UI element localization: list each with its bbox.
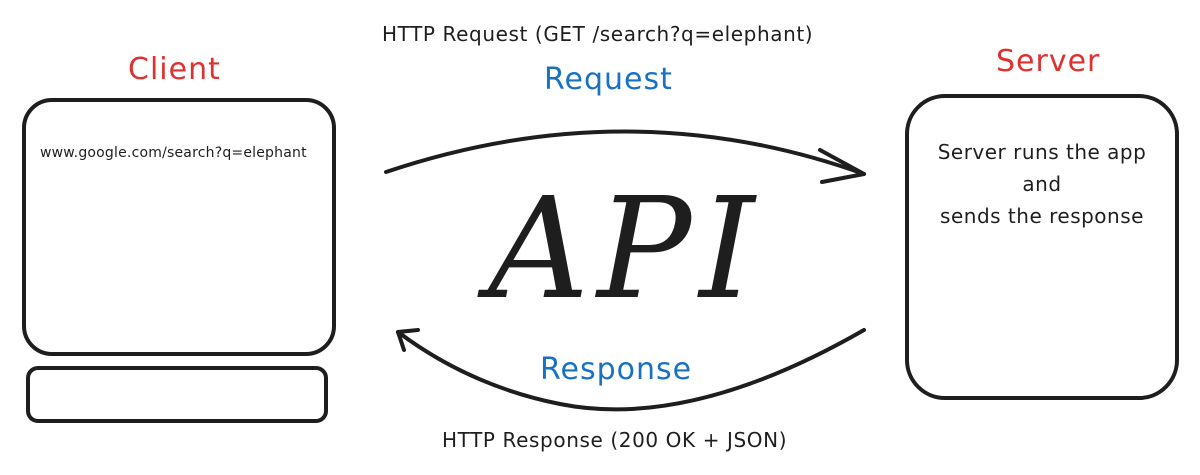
server-text-line-1: Server runs the app: [937, 140, 1147, 164]
response-caption: HTTP Response (200 OK + JSON): [442, 428, 788, 452]
server-text-line-2: and: [1022, 172, 1062, 196]
api-title: API: [488, 168, 763, 331]
client-url-text: www.google.com/search?q=elephant: [40, 145, 307, 161]
client-monitor: [22, 98, 336, 356]
server-description: Server runs the app and sends the respon…: [905, 136, 1179, 232]
server-label: Server: [996, 44, 1101, 79]
response-arrowhead: [396, 328, 420, 352]
response-label: Response: [540, 352, 693, 387]
response-arrow: [396, 328, 866, 412]
server-text-line-3: sends the response: [940, 204, 1144, 228]
request-label: Request: [544, 62, 673, 97]
server-box: [905, 94, 1179, 400]
request-arrowhead: [818, 148, 866, 184]
client-keyboard: [26, 366, 328, 423]
request-caption: HTTP Request (GET /search?q=elephant): [382, 22, 814, 46]
client-label: Client: [128, 52, 221, 87]
request-arrow: [384, 129, 866, 176]
